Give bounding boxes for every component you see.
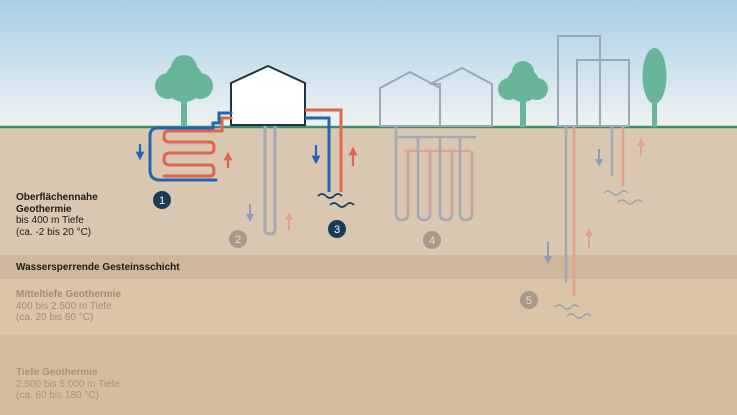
building-icon <box>557 35 630 127</box>
marker-5-label: 5 <box>526 295 532 307</box>
zone-label-barrier: Wassersperrende Gesteinsschicht <box>16 262 180 274</box>
zone-shallow-temperature: (ca. -2 bis 20 °C) <box>16 226 92 238</box>
marker-2-label: 2 <box>235 234 241 246</box>
deep-well <box>564 126 625 296</box>
marker-3: 3 <box>328 220 346 238</box>
well-pipe-cold <box>305 116 331 192</box>
tree-icon <box>498 61 548 127</box>
zone-medium-title: Mitteltiefe Geothermie <box>16 289 122 300</box>
marker-1: 1 <box>153 191 171 209</box>
zone-label-medium: Mitteltiefe Geothermie 400 bis 2.500 m T… <box>16 289 121 324</box>
marker-4: 4 <box>423 231 441 249</box>
marker-4-label: 4 <box>429 235 435 247</box>
ground-layer-barrier <box>0 255 737 279</box>
house-icon <box>379 66 493 127</box>
marker-3-label: 3 <box>334 224 340 236</box>
zone-medium-depth: 400 bis 2.500 m Tiefe <box>16 300 112 312</box>
ground-layer-deep <box>0 335 737 415</box>
marker-5: 5 <box>520 291 538 309</box>
zone-deep-temperature: (ca. 60 bis 180 °C) <box>16 390 99 401</box>
tree-icon <box>155 55 213 127</box>
zone-shallow-depth: bis 400 m Tiefe <box>16 215 84 226</box>
marker-1-label: 1 <box>159 195 165 207</box>
ground-layer-medium <box>0 279 737 335</box>
zone-shallow-title-1: Oberflächennahe <box>16 192 98 203</box>
sky <box>0 0 737 127</box>
marker-2: 2 <box>229 230 247 248</box>
zone-label-shallow: Oberflächennahe Geothermie bis 400 m Tie… <box>16 192 98 238</box>
tree-icon <box>642 48 667 127</box>
zone-barrier-title: Wassersperrende Gesteinsschicht <box>16 262 180 273</box>
horizontal-collector <box>148 111 233 182</box>
borehole-field <box>394 126 476 222</box>
water-wave-icon <box>554 190 643 319</box>
water-wave-icon <box>317 193 355 208</box>
borehole-probe <box>263 126 277 236</box>
zone-shallow-title-2: Geothermie <box>16 203 72 215</box>
zone-deep-title: Tiefe Geothermie <box>16 367 98 378</box>
ground-layer-shallow <box>0 127 737 255</box>
zone-medium-temperature: (ca. 20 bis 60 °C) <box>16 312 94 323</box>
zone-deep-depth: 2.500 bis 5.000 m Tiefe <box>16 378 120 390</box>
well-pipe-warm <box>305 108 343 192</box>
zone-label-deep: Tiefe Geothermie 2.500 bis 5.000 m Tiefe… <box>16 367 120 402</box>
